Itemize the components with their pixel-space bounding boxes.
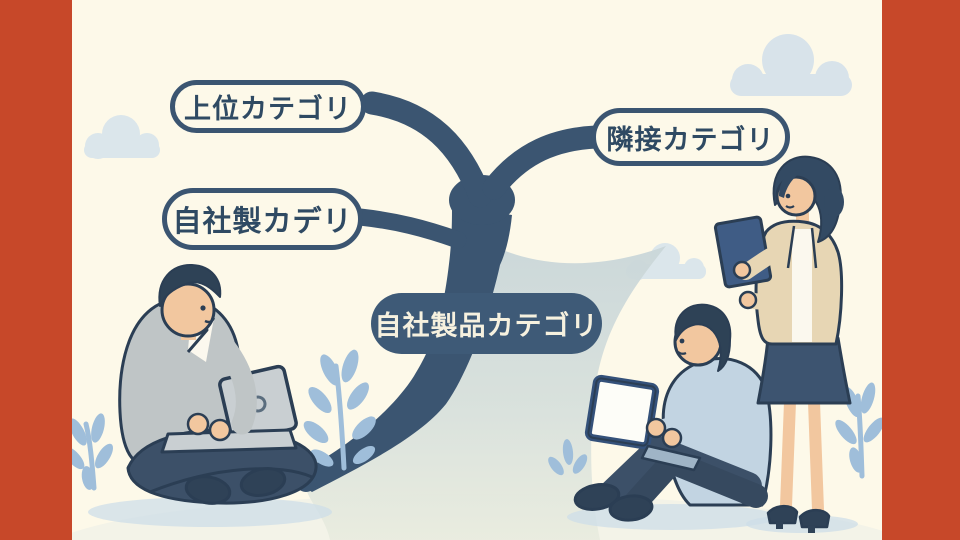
woman-hand: [732, 260, 752, 280]
person-right-laptop: [573, 303, 773, 522]
woman-hair-front: [779, 169, 804, 198]
tree: [295, 91, 608, 492]
branch-to-right-bubble: [482, 125, 608, 200]
right-man-mouth: [677, 351, 687, 355]
left-man-shoe: [184, 475, 232, 505]
bubble-own-category-label: 自社製カデリ: [172, 204, 353, 238]
left-man-arm: [215, 337, 257, 435]
right-man-shoe: [573, 483, 621, 511]
cloud-left: [84, 115, 160, 159]
woman-hand-2: [738, 290, 758, 310]
right-man-hand: [645, 417, 667, 439]
cloud-top-right: [730, 34, 852, 96]
left-man-eye: [200, 305, 206, 311]
woman-shoe-2: [798, 508, 831, 529]
left-man-leg-line: [149, 467, 313, 494]
plant-far-left: [63, 413, 113, 491]
woman-smile: [785, 205, 795, 209]
woman-hair-wave: [824, 187, 844, 217]
bubble-parent-category-label: 上位カテゴリ: [184, 94, 352, 125]
left-red-border: [0, 0, 72, 540]
plant-right: [835, 382, 885, 479]
right-man-hair: [674, 303, 732, 372]
person-left-laptop: [118, 263, 318, 505]
bubble-adjacent-category-label: 隣接カテゴリ: [606, 124, 775, 156]
right-man-shoe-2: [608, 494, 654, 522]
trunk-label-text: 自社製品カテゴリ: [374, 311, 599, 342]
branch-to-top-left-bubble: [360, 91, 492, 208]
woman-skirt: [756, 336, 852, 405]
left-man-hand: [186, 412, 210, 436]
right-man-arm: [655, 389, 751, 437]
plant-mid-left: [303, 349, 376, 471]
woman-eye: [785, 193, 791, 199]
trunk-label-product-category: 自社製品カテゴリ: [371, 293, 602, 354]
woman-leg-2: [808, 396, 824, 516]
woman-shoe: [766, 504, 799, 525]
right-man-laptop-screen: [584, 374, 660, 450]
woman-leg: [780, 396, 796, 512]
right-red-border: [882, 0, 960, 540]
left-man-smile: [204, 317, 216, 324]
left-man-hand-2: [208, 418, 232, 442]
bubble-own-category: 自社製カデリ: [162, 188, 363, 250]
woman-lapel: [786, 225, 818, 269]
right-man-eye: [679, 338, 685, 344]
shadow-left-person: [88, 497, 332, 527]
woman-shoe-2-heel: [808, 526, 815, 533]
bubble-parent-category: 上位カテゴリ: [170, 80, 366, 133]
bubble-adjacent-category: 隣接カテゴリ: [591, 108, 790, 166]
person-woman-tablet: [713, 155, 852, 533]
tree-trunk: [300, 205, 512, 492]
left-man-shoe-2: [239, 466, 287, 498]
right-man-laptop-base: [640, 444, 702, 472]
woman-shoe-heel: [776, 522, 783, 529]
plant-mid-small: [548, 439, 588, 476]
right-man-hand-2: [661, 427, 683, 449]
branch-to-left-bubble: [351, 208, 467, 249]
left-man-hair: [158, 263, 222, 307]
woman-shirt: [792, 229, 812, 342]
